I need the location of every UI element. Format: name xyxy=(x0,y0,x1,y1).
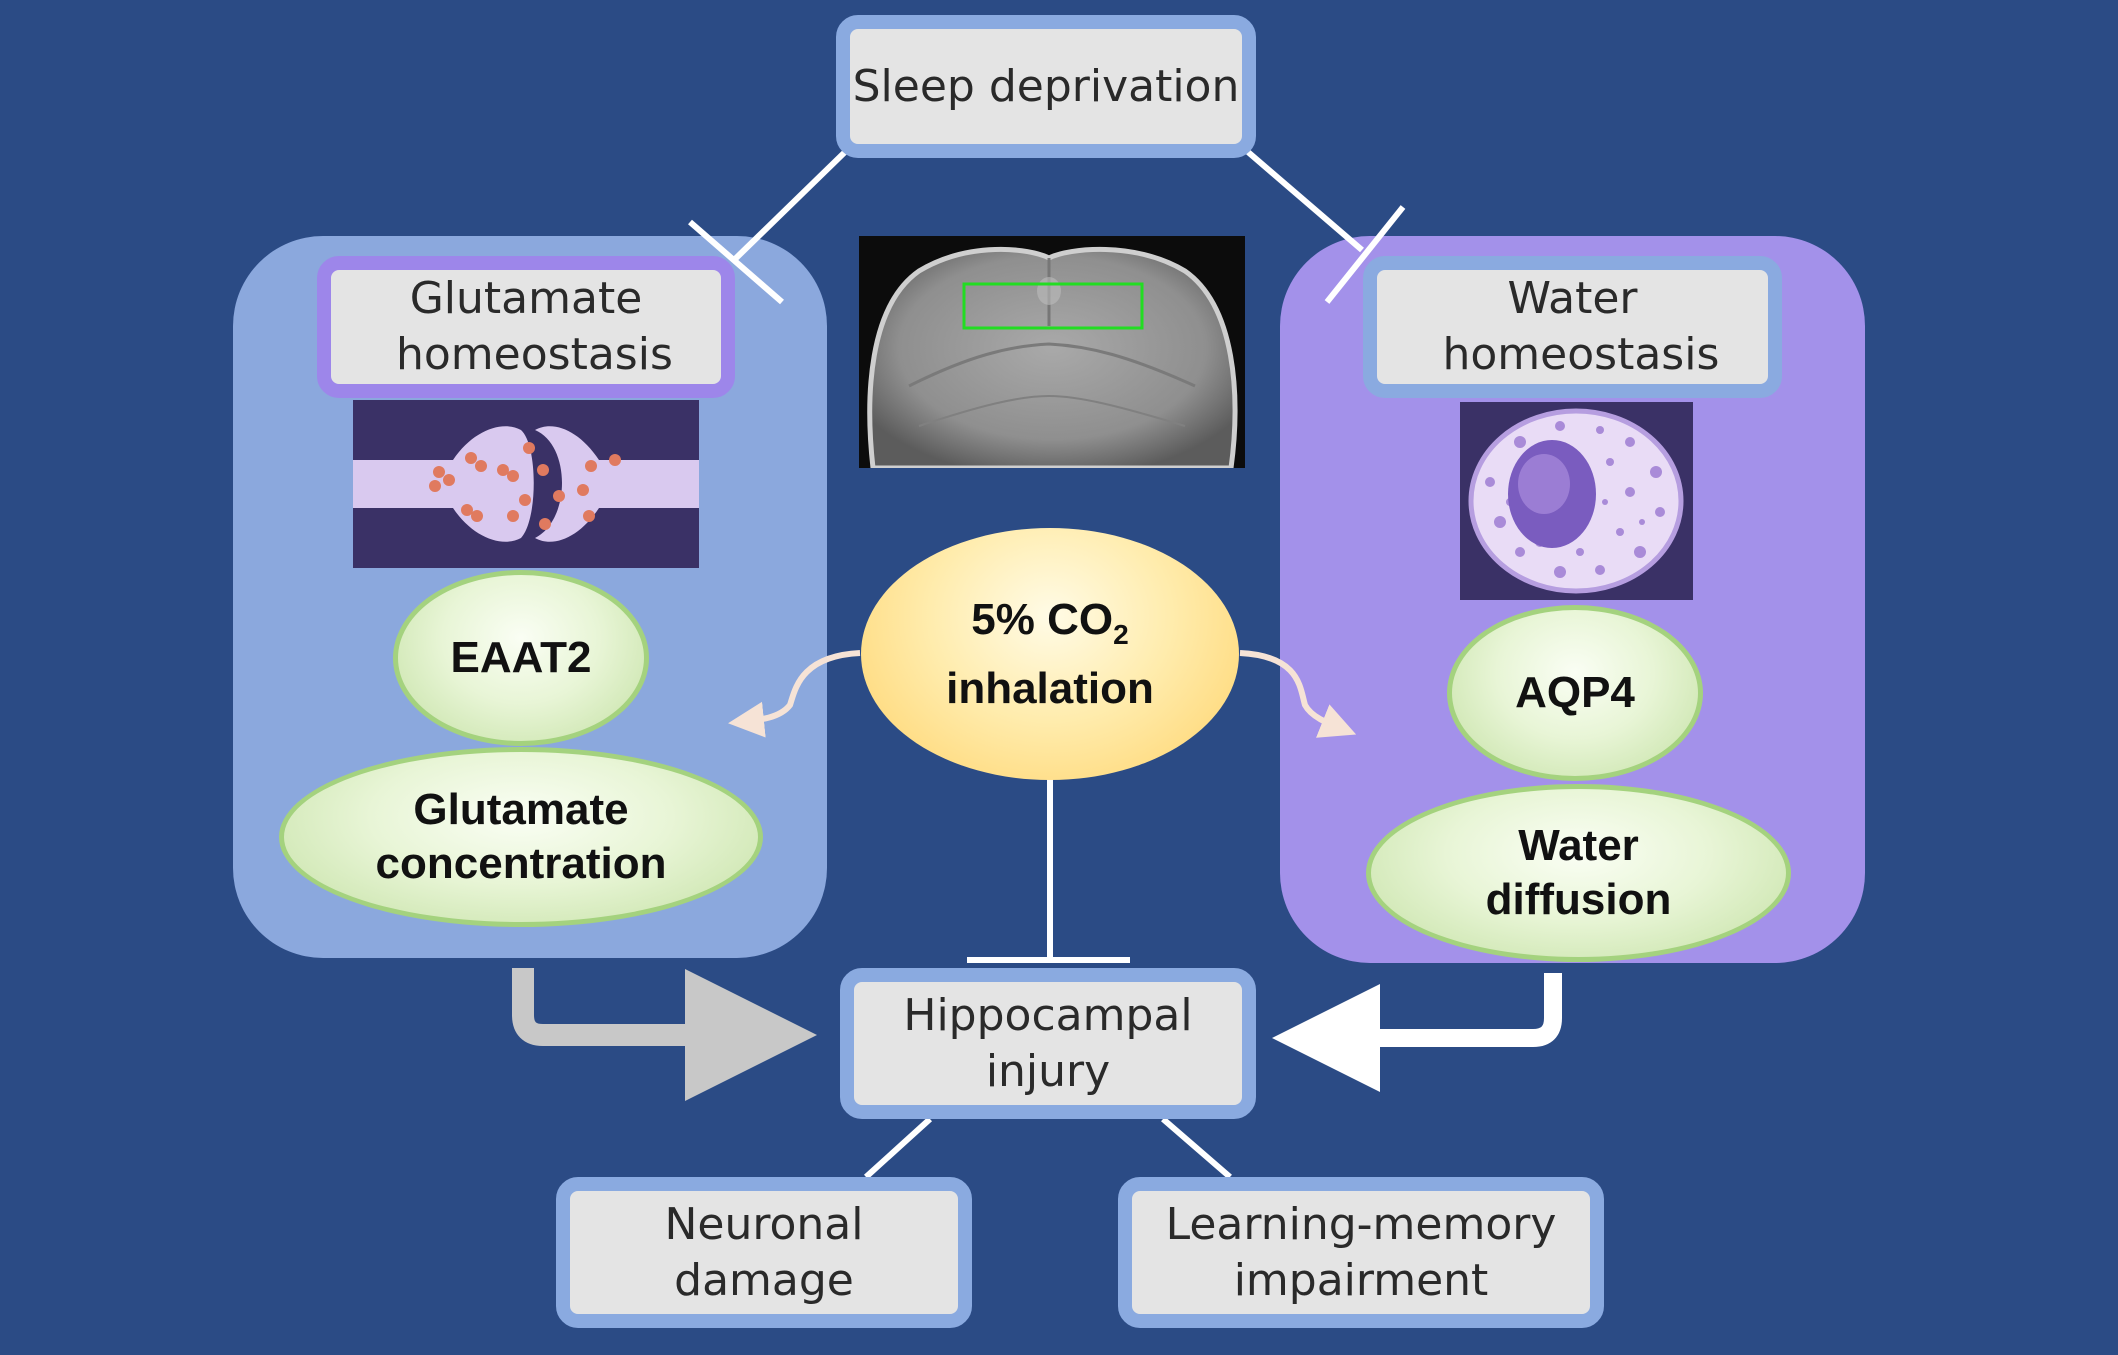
learning-memory-label: Learning-memory impairment xyxy=(1165,1198,1557,1306)
learning-memory-box: Learning-memory impairment xyxy=(1118,1177,1604,1328)
co2-subscript: 2 xyxy=(1113,618,1129,650)
glutamate-homeostasis-label: Glutamate homeostasis xyxy=(396,273,673,380)
brain-mri-image xyxy=(859,236,1245,468)
co2-arrow-left xyxy=(728,650,861,738)
aqp4-label: AQP4 xyxy=(1515,668,1635,717)
co2-arrow-right xyxy=(1239,650,1357,738)
inhibit-line-left xyxy=(729,149,848,265)
eaat2-label: EAAT2 xyxy=(450,633,592,682)
co2-prefix: 5% CO xyxy=(971,594,1114,644)
water-diffusion-node: Water diffusion xyxy=(1366,784,1791,962)
hippocampal-injury-label: Hippocampal injury xyxy=(903,989,1193,1097)
water-homeostasis-box: Water homeostasis xyxy=(1363,256,1782,398)
inhibit-bar-right xyxy=(1324,205,1406,304)
neuronal-damage-box: Neuronal damage xyxy=(556,1177,972,1328)
neuronal-damage-label: Neuronal damage xyxy=(664,1198,864,1306)
water-diffusion-label: Water diffusion xyxy=(1485,821,1672,924)
water-homeostasis-label: Water homeostasis xyxy=(1442,273,1720,380)
injury-to-neuronal-line xyxy=(863,1116,933,1180)
water-to-injury-arrow xyxy=(1272,973,1562,1092)
glutamate-homeostasis-box: Glutamate homeostasis xyxy=(317,256,735,398)
roi-rectangle xyxy=(962,282,1144,330)
glutamate-concentration-label: Glutamate concentration xyxy=(375,785,667,888)
cell-image xyxy=(1460,402,1693,600)
sleep-deprivation-label: Sleep deprivation xyxy=(852,60,1240,112)
eaat2-node: EAAT2 xyxy=(393,570,649,746)
glutamate-to-injury-arrow xyxy=(512,968,817,1101)
injury-to-learning-line xyxy=(1161,1116,1232,1180)
co2-label-line1: 5% CO2 xyxy=(946,593,1154,662)
glutamate-concentration-node: Glutamate concentration xyxy=(279,747,763,927)
co2-label-line2: inhalation xyxy=(946,663,1154,713)
sleep-deprivation-box: Sleep deprivation xyxy=(836,15,1256,158)
hippocampal-injury-box: Hippocampal injury xyxy=(840,968,1256,1119)
aqp4-node: AQP4 xyxy=(1447,605,1703,781)
inhibit-line-right xyxy=(1246,149,1364,253)
co2-inhalation-node: 5% CO2 inhalation xyxy=(861,528,1239,780)
inhibit-bar-left xyxy=(688,219,784,305)
synapse-image xyxy=(353,400,699,568)
